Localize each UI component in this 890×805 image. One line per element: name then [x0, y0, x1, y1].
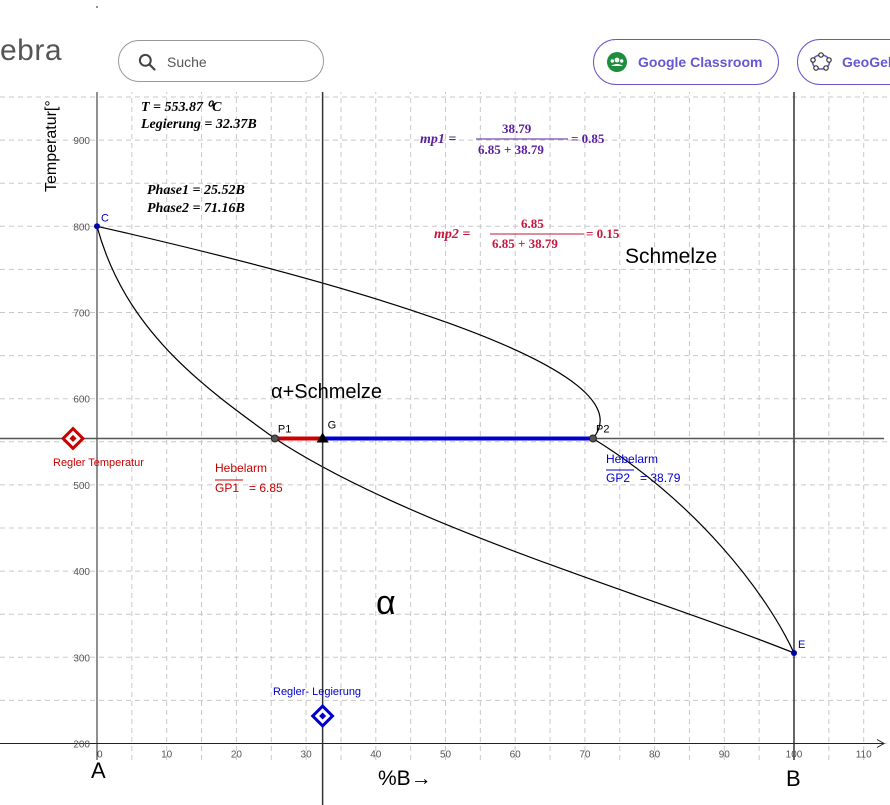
temperature-slider-handle[interactable]: [60, 426, 86, 451]
geogebra-button[interactable]: GeoGeb: [797, 39, 890, 85]
x-tick-label: 10: [161, 750, 173, 761]
mp2-denominator: 6.85 + 38.79: [492, 236, 558, 251]
google-classroom-button[interactable]: Google Classroom: [593, 39, 779, 85]
info-phase2: Phase2 = 71.16B: [147, 201, 245, 216]
lever-left-value: = 6.85: [249, 481, 283, 495]
x-tick-label: 0: [97, 750, 103, 761]
app-logo: ebra: [0, 34, 63, 67]
point-g-marker[interactable]: [316, 432, 329, 443]
x-tick-label: 50: [440, 750, 452, 761]
mp1-formula: mp1 = 38.79 6.85 + 38.79 = 0.85: [420, 121, 605, 157]
x-tick-label: 90: [719, 750, 731, 761]
mp1-numerator: 38.79: [502, 121, 532, 136]
points-layer: C E P1 P2 G: [94, 212, 805, 656]
mp1-denominator: 6.85 + 38.79: [478, 142, 544, 157]
x-axis-title: %B→: [378, 767, 432, 790]
y-tick-label: 800: [73, 222, 90, 233]
alloy-slider-label: Regler- Legierung: [273, 686, 361, 698]
geogebra-label: GeoGeb: [842, 54, 890, 70]
point-p2-label: P2: [596, 423, 609, 435]
y-tick-label: 700: [73, 309, 90, 320]
x-tick-label: 40: [370, 750, 382, 761]
mp1-result: = 0.85: [571, 131, 605, 146]
axis-label-a: A: [91, 758, 106, 783]
x-tick-label: 110: [856, 750, 872, 761]
x-tick-label: 100: [786, 750, 803, 761]
grid: [0, 8, 890, 760]
liquidus-curve: [96, 225, 795, 654]
region-solid-label: α: [376, 584, 396, 622]
axes: [0, 6, 886, 760]
point-p1-marker[interactable]: [270, 434, 279, 443]
region-two-phase-label: α+Schmelze: [271, 381, 382, 403]
y-tick-label: 300: [73, 653, 90, 664]
point-c-label: C: [101, 212, 109, 224]
point-e-marker[interactable]: [791, 649, 797, 656]
mp2-numerator: 6.85: [521, 216, 544, 231]
mp2-formula: mp2 = 6.85 6.85 + 38.79 = 0.15: [434, 216, 620, 251]
google-classroom-icon: [607, 52, 627, 72]
info-alloy: Legierung = 32.37B: [140, 117, 257, 132]
lever-left-title: Hebelarm: [215, 461, 267, 475]
lever-left-segment: GP1: [215, 481, 239, 495]
y-tick-label: 500: [73, 481, 90, 492]
mp2-lhs: mp2 =: [434, 227, 470, 242]
x-tick-label: 80: [649, 750, 661, 761]
alloy-slider-handle[interactable]: [310, 703, 335, 729]
y-tick-label: 900: [73, 136, 90, 147]
lever-left-label: Hebelarm GP1 = 6.85: [215, 461, 283, 495]
x-tick-label: 70: [579, 750, 591, 761]
lever-right-label: Hebelarm GP2 = 38.79: [606, 452, 681, 485]
tick-labels: 0 10 20 30 40 50 60 70 80 90 100 110 200 300 400 500 600…: [73, 136, 872, 760]
region-liquid-label: Schmelze: [625, 245, 717, 268]
google-classroom-label: Google Classroom: [638, 54, 763, 70]
lever-right-segment: GP2: [606, 471, 630, 485]
info-temperature: T = 553.87 ⁰C: [141, 100, 222, 115]
search-box[interactable]: [118, 40, 324, 82]
lever-right-value: = 38.79: [640, 471, 681, 485]
point-p1-label: P1: [278, 423, 291, 435]
x-tick-label: 60: [510, 750, 522, 761]
x-axis-arrow: [876, 739, 886, 748]
mp1-lhs: mp1 =: [420, 132, 456, 147]
y-tick-label: 400: [73, 567, 90, 578]
lever-right-title: Hebelarm: [606, 452, 658, 466]
x-tick-label: 20: [231, 750, 243, 761]
info-phase1: Phase1 = 25.52B: [147, 183, 245, 198]
search-input[interactable]: [165, 50, 319, 74]
search-icon: [138, 53, 156, 71]
y-tick-label: 200: [73, 740, 90, 751]
y-axis-title: Temperatur[°: [43, 100, 60, 192]
temperature-slider-label: Regler Temperatur: [53, 457, 144, 469]
app-header: ebra Google Classroom GeoGeb: [0, 8, 890, 92]
x-tick-label: 30: [301, 750, 313, 761]
point-c-marker[interactable]: [94, 223, 100, 230]
geogebra-icon: [810, 52, 832, 71]
point-g-label: G: [328, 419, 337, 431]
axis-label-b: B: [786, 766, 801, 791]
solidus-curve: [96, 226, 795, 654]
mp2-result: = 0.15: [586, 226, 620, 241]
y-tick-label: 600: [73, 395, 90, 406]
point-e-label: E: [798, 639, 805, 651]
point-p2-marker[interactable]: [588, 434, 597, 443]
